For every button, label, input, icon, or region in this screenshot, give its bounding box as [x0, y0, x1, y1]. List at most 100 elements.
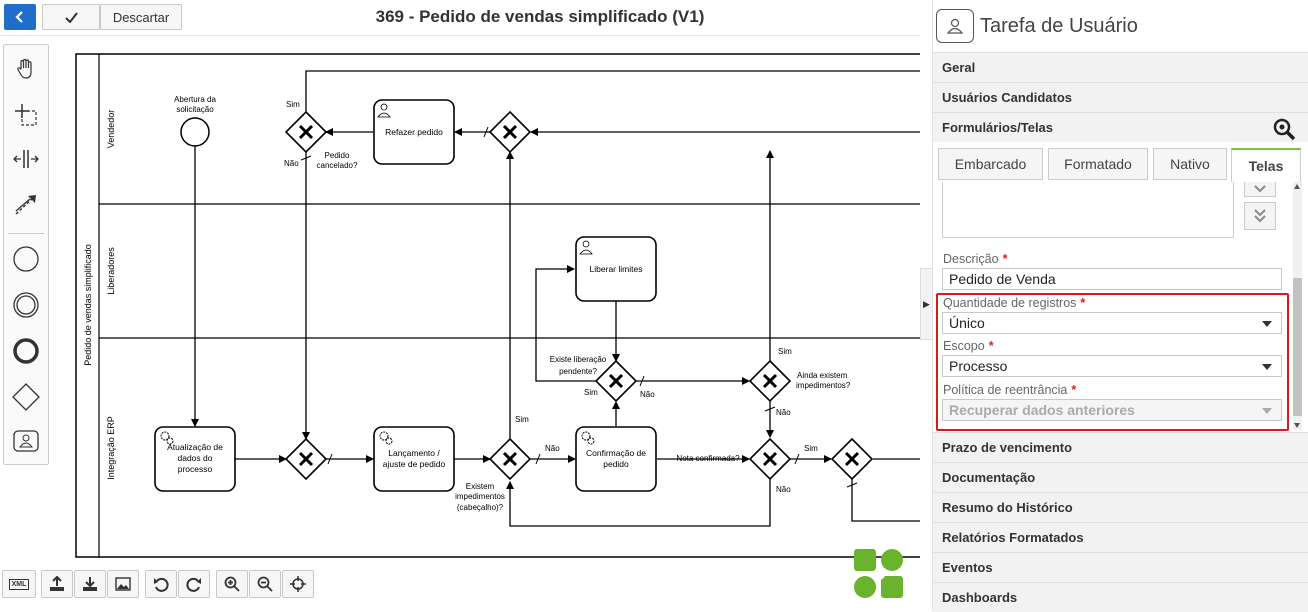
tool-palette [3, 44, 49, 465]
label-existem-3: (cabeçalho)? [457, 503, 504, 512]
upload-button[interactable] [41, 570, 73, 598]
section-label: Documentação [942, 470, 1036, 485]
tab-telas[interactable]: Telas [1231, 148, 1301, 182]
section-formularios-telas[interactable]: Formulários/Telas [933, 112, 1308, 142]
fit-view-button[interactable] [282, 570, 314, 598]
panel-header: Tarefa de Usuário [933, 0, 1308, 52]
zoom-in-button[interactable] [216, 570, 248, 598]
task-redo-order[interactable]: Refazer pedido [373, 99, 455, 165]
label-sim-imped: Sim [515, 415, 529, 424]
descricao-input[interactable]: Pedido de Venda [942, 268, 1282, 290]
download-button[interactable] [74, 570, 106, 598]
section-label: Prazo de vencimento [942, 440, 1073, 455]
crosshair-icon [290, 576, 306, 592]
start-event-tool[interactable] [4, 239, 48, 279]
gateway-cancel[interactable] [284, 110, 328, 154]
gateway-invoice-confirmed[interactable] [748, 437, 792, 481]
move-bottom-button[interactable] [1244, 202, 1276, 230]
download-icon [83, 577, 97, 591]
export-image-button[interactable] [107, 570, 139, 598]
tab-formatado[interactable]: Formatado [1048, 148, 1148, 180]
panel-title: Tarefa de Usuário [980, 14, 1138, 37]
section-resumo[interactable]: Resumo do Histórico [933, 492, 1308, 522]
check-icon [64, 11, 78, 23]
gateway-release-pending[interactable] [594, 359, 638, 403]
tab-nativo[interactable]: Nativo [1153, 148, 1227, 180]
image-icon [115, 577, 131, 591]
pool-label: Pedido de vendas simplificado [83, 244, 93, 366]
user-task-tool[interactable] [4, 421, 48, 461]
quantidade-select[interactable]: Único [942, 312, 1282, 334]
move-down-button[interactable] [1244, 182, 1276, 197]
diagram-canvas[interactable]: Pedido de vendas simplificado Vendedor L… [0, 0, 920, 611]
gateway-last[interactable] [830, 437, 874, 481]
hand-tool[interactable] [4, 49, 48, 89]
section-eventos[interactable]: Eventos [933, 552, 1308, 582]
circle-thin-icon [13, 246, 39, 272]
label-existe-lib-1: Existe liberação [550, 355, 607, 364]
redo-button[interactable] [178, 570, 210, 598]
triangle-right-icon: ▶ [923, 298, 930, 309]
form-scrollbar[interactable] [1293, 182, 1302, 430]
gateway-top[interactable] [488, 110, 532, 154]
section-usuarios-candidatos[interactable]: Usuários Candidatos [933, 82, 1308, 112]
telas-form: Descrição* Pedido de Venda Quantidade de… [933, 182, 1308, 432]
discard-button[interactable]: Descartar [100, 4, 182, 30]
task-launch-order[interactable]: Lançamento / ajuste de pedido [373, 426, 455, 492]
end-event-tool[interactable] [4, 331, 48, 371]
task-confirm-label-1: Confirmação de [586, 448, 646, 458]
label-sim-cancel: Sim [286, 100, 300, 109]
section-label: Formulários/Telas [942, 120, 1054, 135]
zoom-out-button[interactable] [249, 570, 281, 598]
chevron-down-icon [1254, 184, 1266, 192]
save-button[interactable] [42, 4, 100, 30]
escopo-select[interactable]: Processo [942, 355, 1282, 377]
scroll-down-arrow[interactable] [1294, 423, 1300, 428]
task-update-data[interactable]: Atualização de dados do processo [154, 426, 236, 492]
double-chevron-down-icon [1254, 209, 1266, 223]
lasso-tool[interactable] [4, 95, 48, 135]
section-geral[interactable]: Geral [933, 52, 1308, 82]
section-dashboards[interactable]: Dashboards [933, 582, 1308, 612]
label-nao-nota: Não [776, 485, 791, 494]
connect-tool[interactable] [4, 185, 48, 225]
task-launch-label-2: ajuste de pedido [383, 459, 446, 469]
gateway-tool[interactable] [4, 377, 48, 417]
label-existem-1: Existem [466, 482, 495, 491]
scroll-thumb[interactable] [1293, 278, 1302, 416]
circle-bold-icon [13, 338, 39, 364]
scroll-up-arrow[interactable] [1294, 184, 1300, 189]
start-event[interactable] [180, 117, 210, 147]
list-box[interactable] [942, 182, 1234, 238]
section-documentacao[interactable]: Documentação [933, 462, 1308, 492]
intermediate-event-tool[interactable] [4, 285, 48, 325]
bpmn-diagram[interactable]: Pedido de vendas simplificado Vendedor L… [0, 0, 920, 611]
double-circle-icon [13, 292, 39, 318]
section-prazo[interactable]: Prazo de vencimento [933, 432, 1308, 462]
export-xml-button[interactable]: XML [2, 570, 36, 598]
space-icon [13, 150, 39, 168]
gateway-still-impediments[interactable] [748, 359, 792, 403]
undo-button[interactable] [145, 570, 177, 598]
panel-collapse-handle[interactable]: ▶ [920, 268, 932, 340]
label-pedido-cancelado-2: cancelado? [317, 161, 358, 170]
task-release-limits[interactable]: Liberar limites [575, 236, 657, 302]
section-relatorios[interactable]: Relatórios Formatados [933, 522, 1308, 552]
space-tool[interactable] [4, 139, 48, 179]
bottom-toolbar: XML [0, 570, 330, 600]
back-button[interactable] [4, 4, 36, 30]
gateway-merge-1[interactable] [284, 437, 328, 481]
descricao-label: Descrição* [943, 252, 1008, 266]
label-pedido-cancelado-1: Pedido [325, 151, 350, 160]
search-eye-icon[interactable] [1272, 117, 1296, 141]
task-launch-label-1: Lançamento / [388, 448, 440, 458]
page-title: 369 - Pedido de vendas simplificado (V1) [375, 7, 705, 26]
gateway-impediments[interactable] [488, 437, 532, 481]
section-label: Relatórios Formatados [942, 530, 1084, 545]
tab-embarcado[interactable]: Embarcado [938, 148, 1043, 180]
task-confirm-order[interactable]: Confirmação de pedido [575, 426, 657, 492]
label-existe-lib-2: pendente? [559, 367, 597, 376]
brand-logo [854, 549, 903, 598]
lane-label-vendedor: Vendedor [106, 110, 116, 149]
redo-icon [186, 577, 201, 592]
